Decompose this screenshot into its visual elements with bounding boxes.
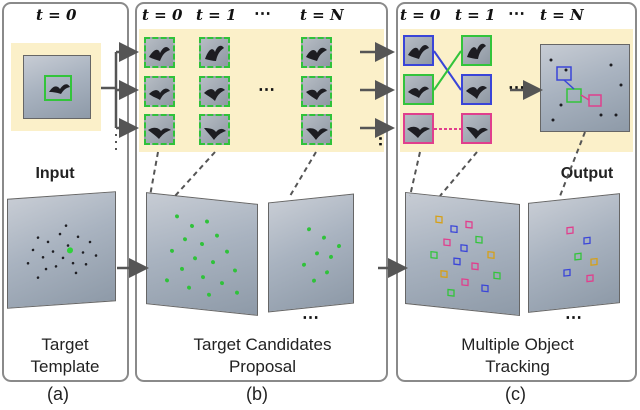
candidate-t0-1 [144, 37, 175, 68]
bird-icon [204, 128, 226, 140]
bird-icon [148, 127, 171, 139]
caption-a-line2: Template [30, 357, 100, 376]
caption-a: Target Template [10, 334, 120, 378]
bird-icon [408, 86, 429, 98]
bird-icon [306, 128, 328, 140]
tracked-dots-icon [430, 215, 501, 297]
candidate-dots-icon [302, 227, 341, 283]
candidate-tN-2 [301, 76, 332, 107]
time-label-c-t0: t = 0 [400, 6, 441, 24]
candidate-t0-2 [144, 76, 175, 107]
caption-b-line2: Proposal [228, 357, 297, 376]
track-t0-3 [403, 113, 434, 144]
track-t1-1 [461, 35, 492, 66]
time-label-c-tN: t = N [540, 6, 584, 24]
ellipsis-c-middle: ⋯ [508, 78, 526, 97]
sublabel-a: (a) [47, 384, 69, 404]
bird-icon [408, 44, 429, 59]
caption-c-line1: Multiple Object [461, 335, 574, 354]
bird-icon [205, 45, 224, 61]
bird-icon [149, 88, 170, 100]
candidate-t1-1 [199, 37, 230, 68]
time-label-a-t0: t = 0 [36, 6, 77, 24]
candidate-dots-icon [165, 214, 239, 297]
sublabel-b: (b) [246, 384, 268, 404]
proposal-frame-back [268, 193, 354, 313]
track-t0-2 [403, 74, 434, 105]
proposal-frame-front [146, 192, 258, 316]
track-t1-2 [461, 74, 492, 105]
caption-c: Multiple Object Tracking [410, 334, 625, 378]
ellipsis-b-middle: ⋯ [258, 80, 276, 99]
ellipsis-b-side: ⋯ [371, 130, 390, 148]
bird-icon [306, 88, 327, 100]
caption-b: Target Candidates Proposal [150, 334, 375, 378]
bird-icon [466, 127, 488, 139]
output-frame [540, 44, 630, 132]
candidate-tN-1 [301, 37, 332, 68]
track-t0-1 [403, 35, 434, 66]
tracking-frame-front [405, 191, 520, 317]
candidate-tN-3 [301, 114, 332, 145]
bird-icon [407, 126, 430, 138]
bird-icon [306, 47, 327, 61]
bird-icon [149, 46, 170, 61]
ellipsis-b-bottom: ⋯ [302, 308, 320, 327]
ellipsis-b-top: ⋯ [254, 4, 272, 23]
caption-b-line1: Target Candidates [193, 335, 332, 354]
time-label-b-t1: t = 1 [196, 6, 237, 24]
bird-icon [466, 86, 487, 99]
input-label: Input [35, 165, 75, 182]
bird-icon [467, 43, 486, 59]
output-tracks-icon [549, 58, 623, 122]
candidate-t1-2 [199, 76, 230, 107]
track-t1-3 [461, 113, 492, 144]
output-label: Output [560, 165, 614, 182]
input-scene-frame [7, 191, 116, 309]
sublabel-c: (c) [505, 384, 526, 404]
ellipsis-c-top: ⋯ [508, 4, 526, 23]
candidates-highlight [139, 29, 384, 152]
time-label-b-tN: t = N [300, 6, 344, 24]
candidate-t1-3 [199, 114, 230, 145]
candidate-t0-3 [144, 114, 175, 145]
time-label-b-t0: t = 0 [142, 6, 183, 24]
bird-icon [204, 88, 225, 101]
tracking-frame-back [528, 193, 620, 313]
template-bird-icon [44, 75, 72, 101]
caption-c-line2: Tracking [485, 357, 550, 376]
time-label-c-t1: t = 1 [455, 6, 496, 24]
tracked-dots-icon [563, 226, 598, 283]
input-template-image [23, 55, 91, 119]
ellipsis-c-bottom: ⋯ [565, 308, 583, 327]
flock-icon [26, 224, 98, 279]
caption-a-line1: Target [41, 335, 89, 354]
